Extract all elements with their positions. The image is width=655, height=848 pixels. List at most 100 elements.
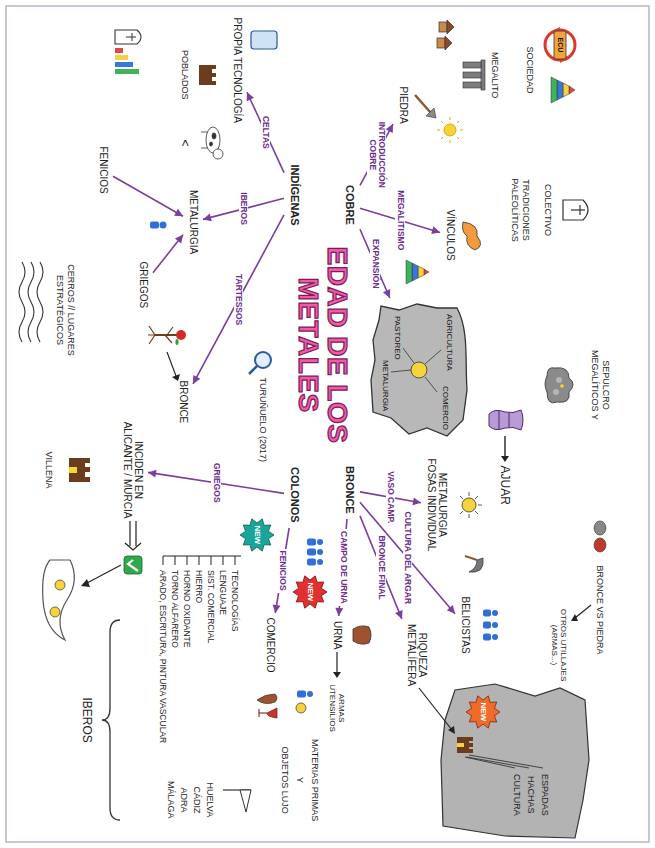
node-text: COLONOS [289, 467, 302, 523]
node-text: METALURGIA [188, 190, 200, 254]
map-text: COMERCIO [440, 386, 449, 430]
connector-label: GRIEGOS [211, 461, 221, 505]
leader-arrow [167, 352, 180, 381]
new-badge-text: NEW [252, 526, 262, 545]
map-text: AGRICULTURA [444, 314, 453, 371]
node-text: PROPIA TECNOLOGÍA [232, 18, 244, 123]
arrow-connector [360, 516, 403, 619]
double-arrow [125, 521, 141, 550]
term-node: METALURGIAFOSAS INDIVIDUAL [424, 456, 451, 555]
term-node: VÍNCULOS [443, 207, 459, 264]
branch-word: COLONOS [287, 464, 304, 526]
houses-icon [437, 20, 454, 50]
connector-label: CELTAS [261, 114, 271, 151]
bell-beaker-icon [489, 410, 523, 462]
note-label: ESPADAS [540, 774, 551, 816]
tomb-chart-icon [115, 30, 141, 74]
note-label: ADRA [179, 788, 190, 813]
bracket-lines [465, 755, 543, 768]
magnifier-icon [249, 352, 271, 374]
urn-icon [353, 626, 371, 644]
new-badge-text: NEW [305, 583, 315, 602]
note-label: MATERIAS PRIMAS [310, 739, 321, 821]
note-label: MEGALITO [490, 52, 501, 98]
tree-icon [148, 326, 186, 345]
leader-arrow [571, 605, 591, 621]
node-text: GRIEGOS [138, 262, 150, 309]
new-badge-text: NEW [478, 703, 488, 722]
leader-arrow [333, 652, 341, 678]
term-node: URNA [330, 618, 346, 652]
note-label: AJUAR [498, 466, 512, 505]
trade-icon [296, 691, 313, 714]
people-icon [307, 539, 323, 566]
connector-label: IBEROS [239, 190, 249, 227]
list-item: HIERRO [194, 570, 204, 603]
list-item: TORNO ALFARERO [170, 570, 180, 648]
node-text: BELICISTAS [460, 597, 472, 654]
arrow-connector [193, 215, 284, 384]
flag-icon [223, 790, 251, 812]
term-node: METALURGIA [186, 187, 202, 257]
list-item: LENGUAJE [218, 570, 228, 615]
note-label: COLECTIVO [543, 184, 554, 236]
check-icon [124, 556, 142, 574]
sun-icon [437, 117, 463, 143]
term-node: GRIEGOS [136, 259, 152, 312]
branch-word: INDÍGENAS [287, 162, 304, 229]
note-label: ECU [556, 38, 564, 53]
new-burst [293, 576, 327, 608]
note-label: MÁLAGA [166, 781, 177, 819]
connector-label: EXPANSIÓN [370, 237, 380, 290]
connector-label: MEGALITISMO [395, 188, 405, 252]
note-label: HUELVA [205, 783, 216, 818]
note-label: POBLADOS [180, 50, 191, 100]
arrow-connector [273, 528, 289, 613]
list-item: SIST. COMERCIAL [206, 570, 216, 643]
connector-label: FENICIOS [277, 549, 287, 593]
arrow-connector [247, 92, 284, 172]
amphora-icon [257, 694, 277, 718]
arrow-connector [335, 519, 347, 616]
node-text: COMERCIO [265, 618, 277, 673]
term-node: FENICIOS [96, 144, 112, 197]
list-item: TECNOLOGÍAS [230, 570, 240, 631]
note-label: HACHAS [526, 776, 537, 814]
node-text: RIQUEZA METALÍFERA [406, 624, 429, 686]
node-text: INDÍGENAS [289, 165, 302, 226]
cycle-icon [545, 27, 575, 63]
pyramid-icon [406, 260, 429, 284]
brace [102, 620, 120, 820]
pick-icon [415, 95, 436, 118]
note-label: ARMAS UTENSILIOS [327, 678, 346, 738]
pyramid-icon [551, 77, 575, 103]
note-label: SOCIEDAD [525, 47, 536, 94]
coast-map [441, 684, 589, 838]
list-item: HORNO OXIDANTE [182, 570, 192, 647]
note-label: CULTURA [512, 774, 523, 816]
note-label: Y [295, 777, 306, 783]
node-text: COBRE [344, 185, 357, 225]
stone-icon [594, 521, 606, 535]
new-burst [466, 696, 500, 728]
term-node: PROPIA TECNOLOGÍA [230, 15, 246, 126]
term-node: PIEDRA [396, 84, 412, 127]
new-burst [240, 519, 274, 551]
arrow-connector [360, 229, 390, 298]
connector-label: TARTESSOS [234, 272, 244, 327]
mind-map-title: EDAD DE LOS METALES [294, 235, 353, 455]
note-label: CÁDIZ [192, 787, 203, 814]
cow-icon [201, 127, 223, 159]
note-label: OBJETOS LUJO [280, 747, 291, 814]
leader-arrow [81, 565, 121, 587]
bronze-icon [594, 538, 606, 552]
tablet-icon [251, 31, 277, 49]
node-text: FOSAS INDIVIDUAL [426, 459, 438, 552]
node-text: FENICIOS [98, 147, 110, 194]
castle-icon [199, 65, 216, 85]
megalith-icon [463, 60, 485, 90]
castle-icon [69, 458, 90, 482]
area-map-icon [43, 560, 75, 640]
list-bracket [163, 556, 241, 565]
branch-word: COBRE [342, 182, 359, 228]
